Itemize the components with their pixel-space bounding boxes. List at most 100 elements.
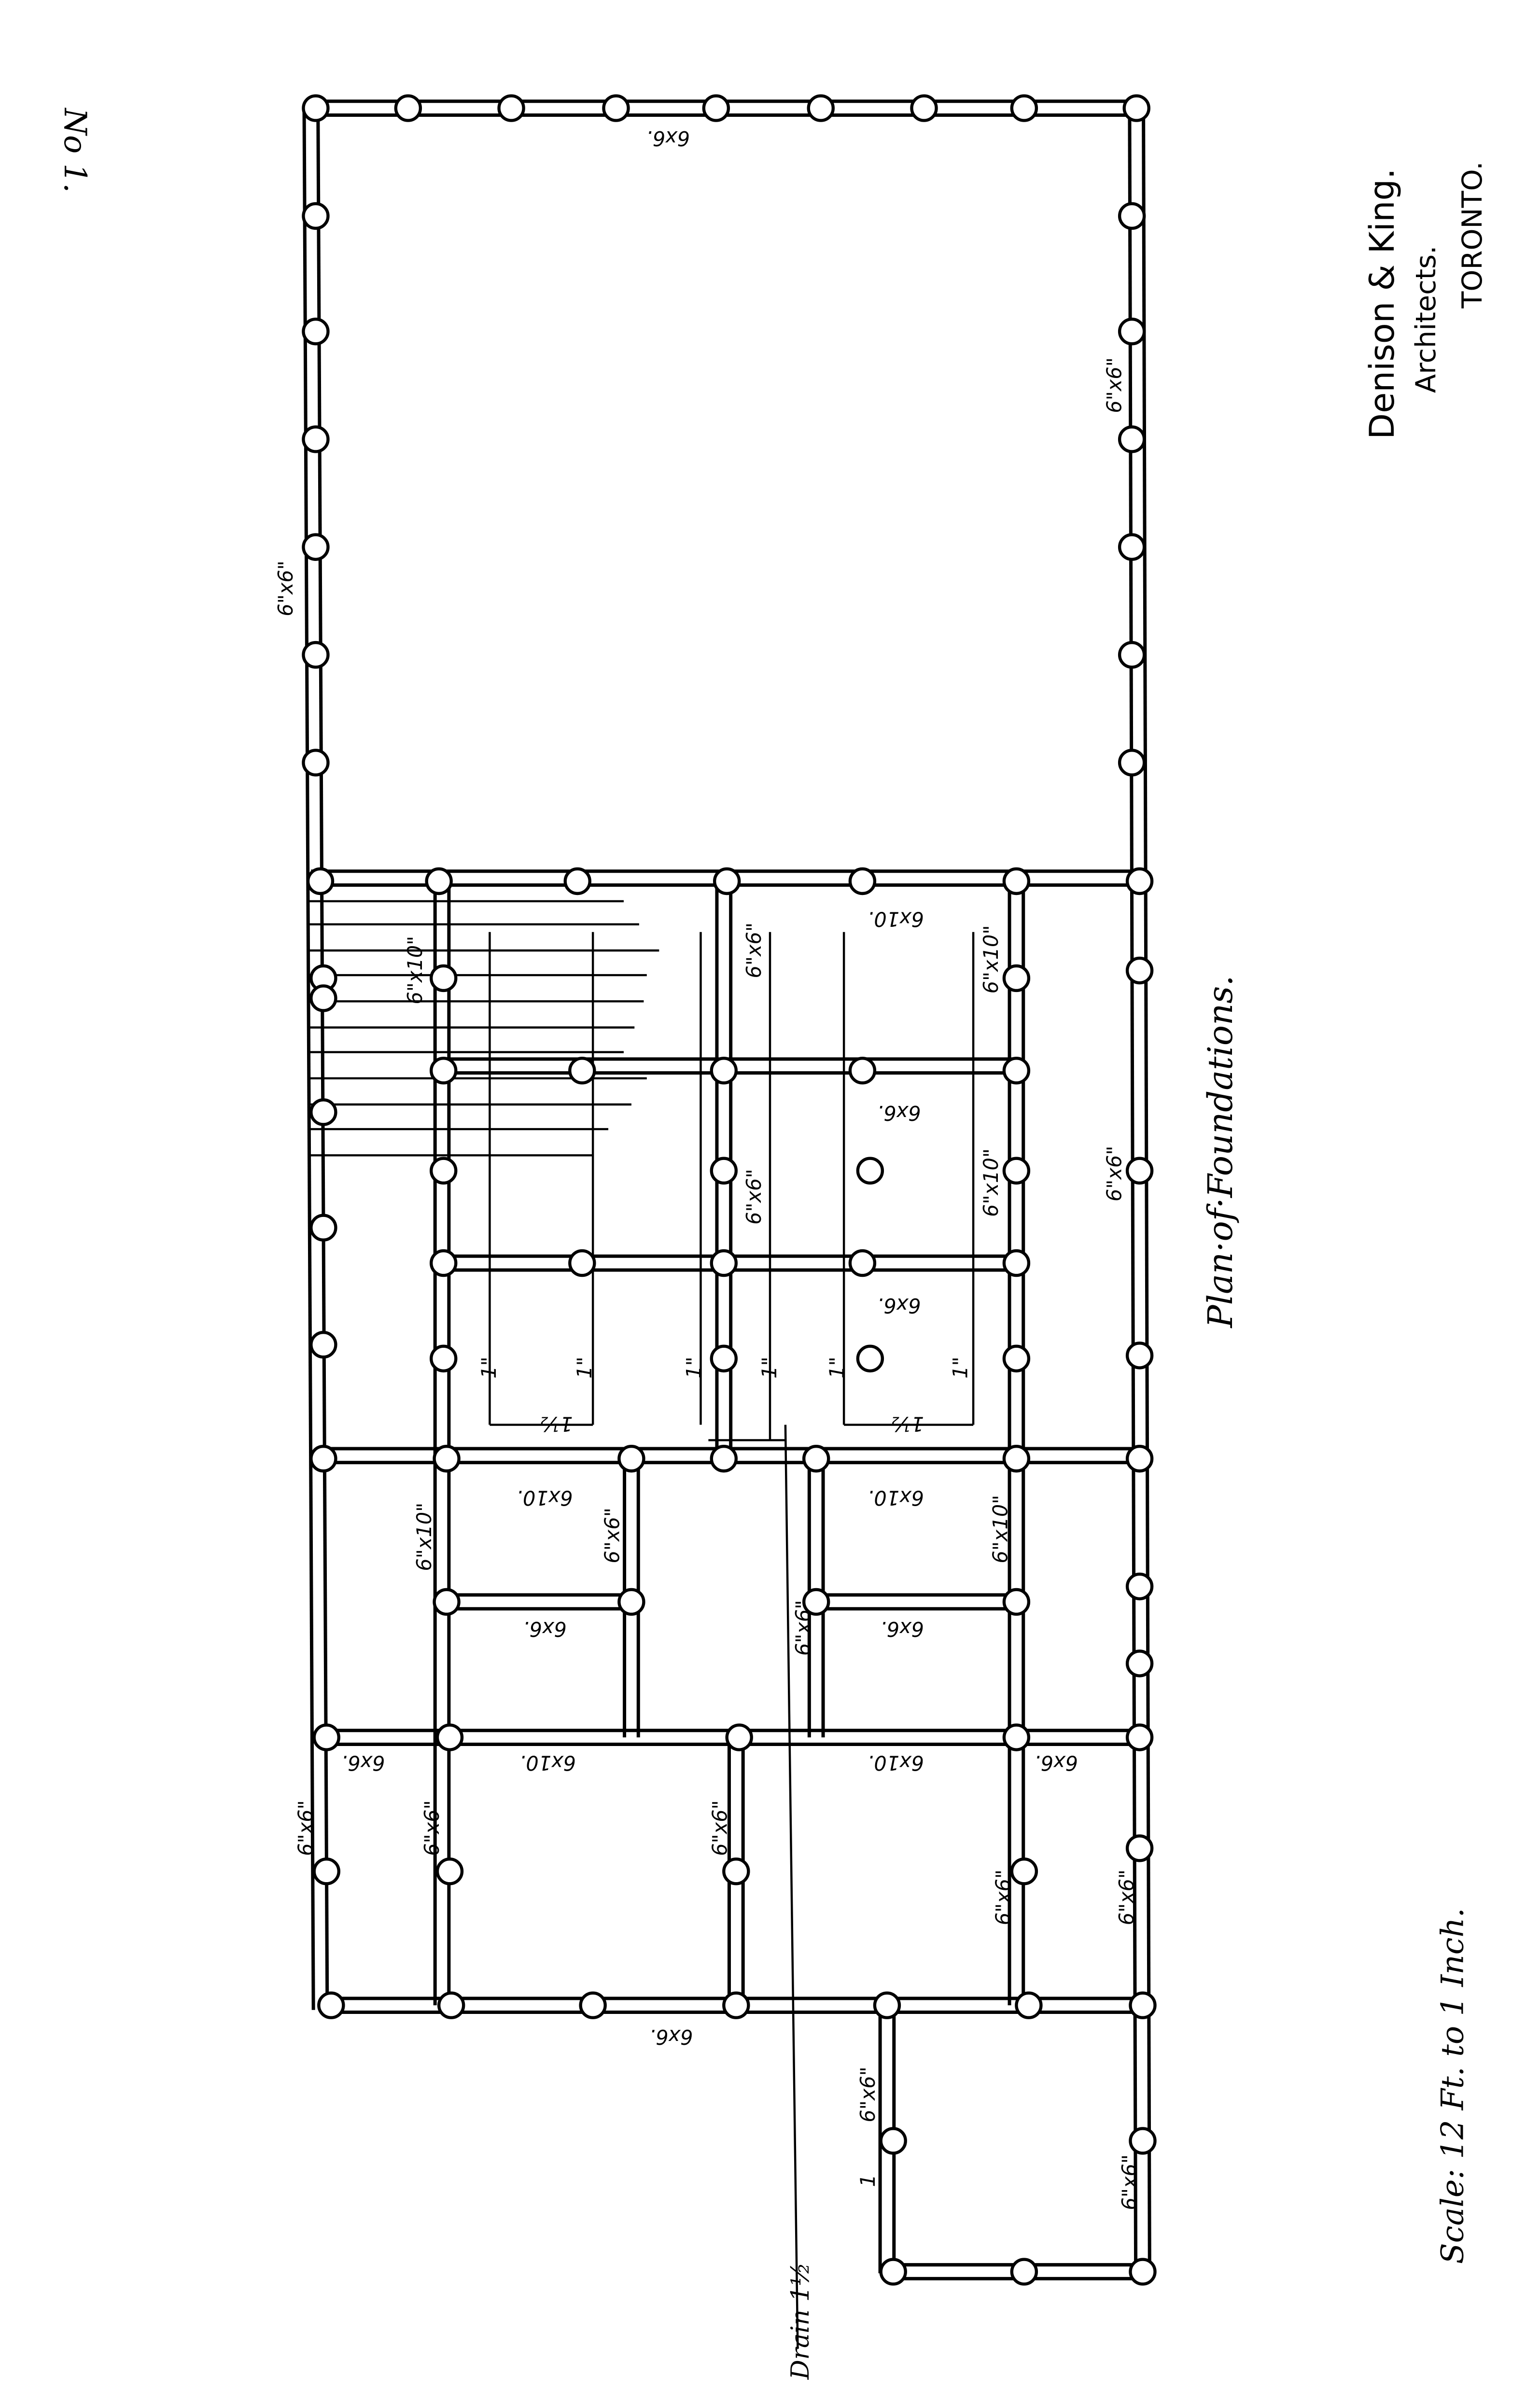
- dim-label: 1": [826, 1356, 849, 1378]
- dim-label: 6x6.: [877, 1101, 921, 1124]
- dim-label: 6"x6": [856, 2067, 880, 2122]
- foundation-post: [617, 1445, 645, 1473]
- foundation-post: [302, 202, 330, 230]
- foundation-post: [435, 1723, 464, 1751]
- foundation-post: [302, 641, 330, 669]
- foundation-post: [725, 1723, 753, 1751]
- dim-label: 6"x6": [1118, 2154, 1141, 2210]
- foundation-post: [802, 1588, 830, 1616]
- foundation-post: [702, 94, 730, 122]
- dim-label: 6"x6": [294, 1800, 318, 1856]
- foundation-post: [430, 1249, 458, 1277]
- foundation-post: [1002, 1588, 1031, 1616]
- foundation-post: [1010, 1857, 1038, 1886]
- sill-beam: [302, 108, 315, 2010]
- foundation-post: [1125, 1723, 1154, 1751]
- foundation-post: [433, 1445, 461, 1473]
- foundation-post: [435, 1857, 464, 1886]
- dim-label: 6"x10": [980, 925, 1003, 994]
- dim-label: 1½: [541, 1412, 573, 1436]
- dim-label: 1": [573, 1356, 596, 1378]
- foundation-post: [848, 1057, 877, 1085]
- foundation-post: [1125, 1649, 1154, 1677]
- foundation-post: [1118, 317, 1146, 346]
- foundation-post: [1125, 867, 1154, 895]
- dim-label: 6x10.: [868, 907, 924, 930]
- dim-label: 6x10.: [517, 1486, 573, 1509]
- foundation-post: [1125, 1834, 1154, 1862]
- foundation-post: [602, 94, 630, 122]
- foundation-post: [568, 1057, 596, 1085]
- foundation-post: [617, 1588, 645, 1616]
- foundation-post: [1125, 956, 1154, 985]
- foundation-post: [710, 1057, 738, 1085]
- foundation-post: [1125, 1157, 1154, 1185]
- dim-label: 6"x6": [792, 1600, 815, 1656]
- foundation-post: [302, 533, 330, 561]
- foundation-post: [1002, 1723, 1031, 1751]
- foundation-post: [879, 2127, 907, 2155]
- foundation-post: [713, 867, 741, 895]
- foundation-post: [309, 984, 337, 1012]
- foundation-post: [563, 867, 591, 895]
- sheet-number: No 1.: [57, 107, 93, 193]
- sill-beam: [1128, 108, 1138, 2272]
- dim-label: 6x10.: [519, 1751, 576, 1774]
- drain-label: Drain 1½: [786, 2262, 815, 2380]
- foundation-post: [1118, 202, 1146, 230]
- dim-label: 1": [949, 1356, 972, 1378]
- foundation-post: [1015, 1991, 1043, 2019]
- dim-label: 6"x6": [992, 1870, 1015, 1925]
- foundation-post: [710, 1344, 738, 1373]
- foundation-post: [1002, 1344, 1031, 1373]
- foundation-posts: [302, 94, 1157, 2286]
- drain-line: [784, 1425, 799, 2349]
- dim-label: 6"x10": [980, 1148, 1003, 1217]
- dim-label: 6x6.: [880, 1617, 924, 1640]
- foundation-post: [848, 867, 877, 895]
- dim-label: 1": [682, 1356, 705, 1378]
- dim-label: 6"x6": [1103, 1146, 1126, 1202]
- foundation-post: [1129, 2258, 1157, 2286]
- firm-name: Denison & King.: [1362, 168, 1402, 439]
- dim-label: 1": [477, 1356, 501, 1378]
- foundation-post: [309, 1214, 337, 1242]
- foundation-post: [722, 1857, 750, 1886]
- foundation-post: [1010, 94, 1038, 122]
- foundation-post: [302, 749, 330, 777]
- dimension-labels: 6x6. 6"x6" 6"x6" 6"x10" 6"x6" 6x10. 6"x1…: [274, 126, 1141, 2210]
- foundation-post: [568, 1249, 596, 1277]
- dim-label: 6"x6": [1103, 357, 1126, 413]
- dim-label: 6"x6": [742, 922, 766, 978]
- foundation-post: [430, 964, 458, 992]
- foundation-post: [430, 1157, 458, 1185]
- foundation-post: [1129, 1991, 1157, 2019]
- foundation-post: [306, 867, 335, 895]
- foundation-post: [710, 1445, 738, 1473]
- firm-role: Architects.: [1410, 246, 1442, 393]
- foundation-post: [433, 1588, 461, 1616]
- dim-label: 6x6.: [877, 1294, 921, 1317]
- foundation-post: [910, 94, 938, 122]
- foundation-post: [309, 1330, 337, 1359]
- dim-label: 6x10.: [868, 1486, 924, 1509]
- scale-note: Scale: 12 Ft. to 1 Inch.: [1435, 1908, 1471, 2264]
- dim-label: 6x6.: [646, 126, 690, 150]
- firm-city: TORONTO.: [1456, 161, 1488, 308]
- dim-label: 6"x6": [1115, 1870, 1138, 1925]
- dim-label: 6x6.: [341, 1751, 385, 1774]
- foundation-post: [579, 1991, 607, 2019]
- foundation-post: [312, 1723, 340, 1751]
- dim-label: 6"x6": [742, 1169, 766, 1224]
- foundation-post: [1002, 1249, 1031, 1277]
- foundation-post: [1118, 425, 1146, 453]
- dim-label: 6x10.: [868, 1751, 924, 1774]
- dim-label: 1½: [892, 1412, 924, 1436]
- foundation-post: [497, 94, 525, 122]
- foundation-post: [873, 1991, 901, 2019]
- foundation-post: [848, 1249, 877, 1277]
- foundation-post: [302, 317, 330, 346]
- foundation-post: [722, 1991, 750, 2019]
- foundation-post: [317, 1991, 345, 2019]
